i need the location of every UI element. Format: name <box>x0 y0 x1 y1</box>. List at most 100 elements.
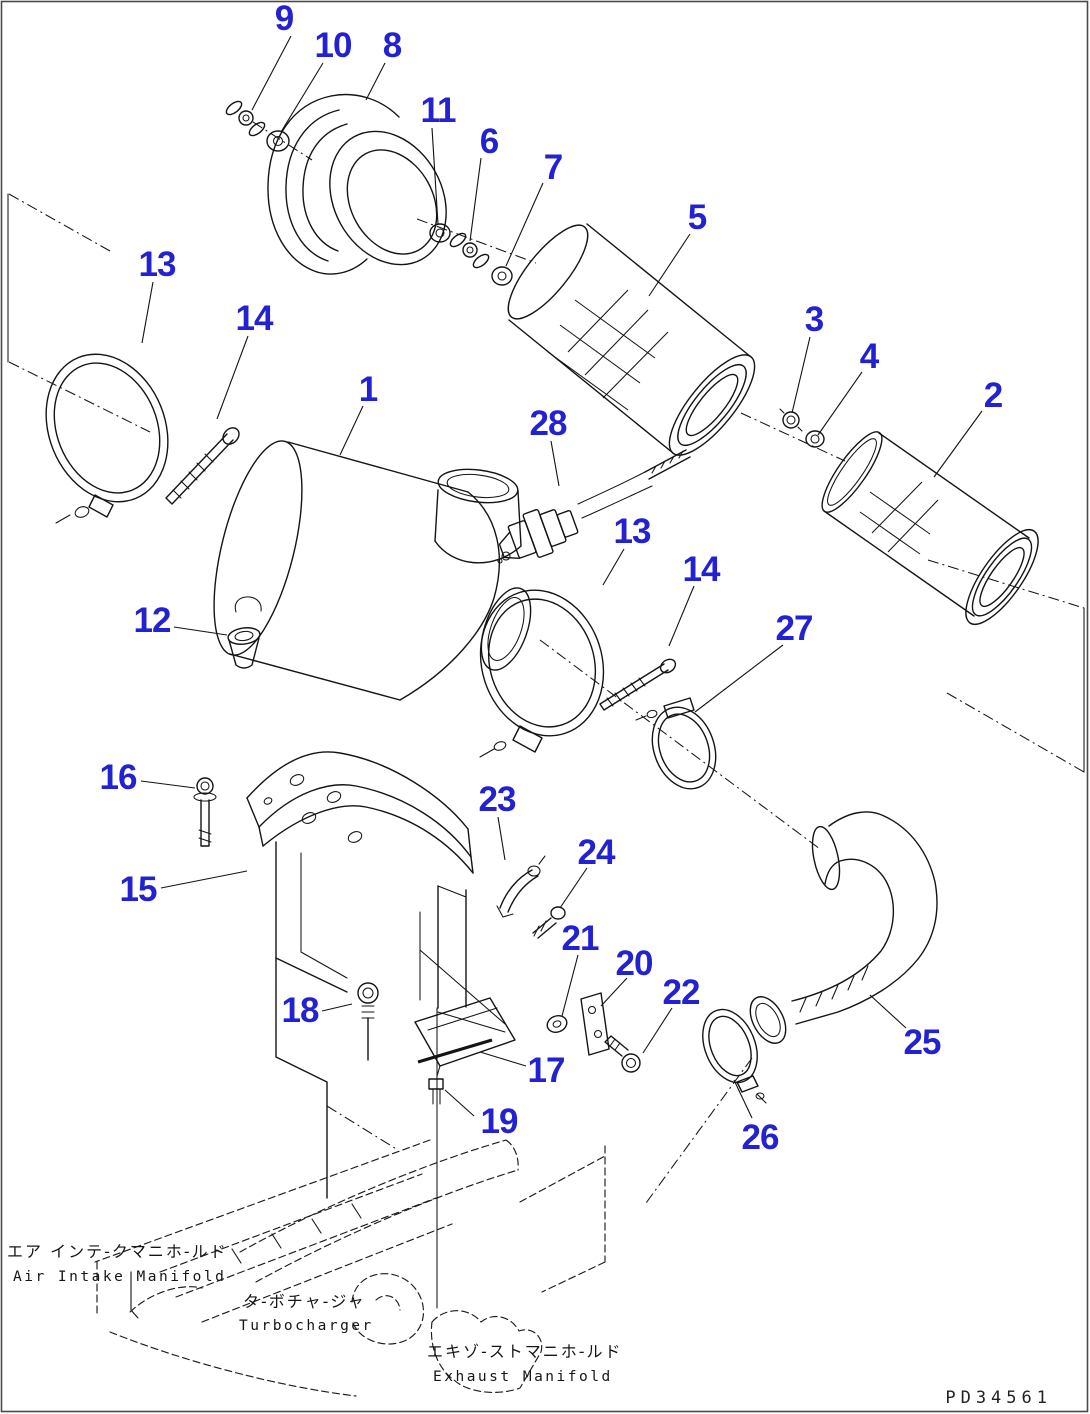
leader-line-11 <box>431 127 439 225</box>
label-en-2: Exhaust Manifold <box>433 1369 613 1385</box>
label-jp-0: エア インテ-クマニホ-ルド <box>7 1242 228 1261</box>
part-plate-20 <box>580 992 610 1056</box>
callout-25: 25 <box>904 1023 941 1062</box>
callout-17: 17 <box>528 1051 565 1090</box>
callout-5: 5 <box>688 198 707 237</box>
callout-9: 9 <box>275 0 294 38</box>
component-labels: エア インテ-クマニホ-ルド Air Intake Manifold タ-ボチャ-ジ… <box>7 1242 623 1385</box>
leader-line-21 <box>561 954 579 1017</box>
part-air-cleaner-body <box>213 440 532 701</box>
leader-line-3 <box>791 336 811 414</box>
callout-13: 13 <box>614 512 651 551</box>
leader-line-5 <box>648 233 691 297</box>
part-bracket-17 <box>414 997 516 1077</box>
part-bolt-24 <box>532 906 566 939</box>
leader-line-14 <box>216 335 249 420</box>
callout-27: 27 <box>776 609 813 648</box>
leader-line-17 <box>479 1051 527 1067</box>
leader-line-13 <box>141 281 154 344</box>
part-clamp-27 <box>635 697 717 790</box>
part-dust-indicator <box>497 449 691 564</box>
leader-line-4 <box>817 371 863 436</box>
label-en-0: Air Intake Manifold <box>13 1269 226 1285</box>
part-washer-4 <box>805 430 825 448</box>
callout-12: 12 <box>134 601 171 640</box>
phantom-panel-lines <box>7 193 1085 773</box>
part-bolt-14b <box>599 658 677 711</box>
callout-6: 6 <box>480 122 499 161</box>
leader-line-25 <box>869 994 907 1029</box>
callout-20: 20 <box>616 944 653 983</box>
leader-line-22 <box>642 1007 673 1054</box>
leader-line-15 <box>160 870 248 889</box>
part-bolt-16 <box>193 777 217 847</box>
callout-19: 19 <box>481 1102 518 1141</box>
leader-line-10 <box>280 62 324 133</box>
callout-15: 15 <box>120 870 157 909</box>
leader-line-1 <box>339 405 364 456</box>
callout-3: 3 <box>805 300 824 339</box>
part-intake-hose <box>749 811 938 1044</box>
callout-10: 10 <box>315 26 352 65</box>
part-bolt-19 <box>428 1078 444 1105</box>
leader-line-2 <box>933 410 983 478</box>
drawing-number: PD34561 <box>945 1388 1052 1408</box>
part-clamp-23 <box>496 855 546 918</box>
callout-2: 2 <box>984 376 1003 415</box>
leader-line-6 <box>469 157 482 242</box>
part-washer-7 <box>491 266 513 286</box>
part-bolt-14a <box>165 427 240 505</box>
part-wing-nut-6 <box>449 232 490 269</box>
leader-line-12 <box>173 626 228 636</box>
callout-8: 8 <box>383 26 402 65</box>
leader-line-14 <box>668 585 695 647</box>
part-drain-valve <box>227 627 261 669</box>
callout-23: 23 <box>479 780 516 819</box>
part-outer-element <box>507 223 756 456</box>
part-bracket <box>246 751 506 1199</box>
part-bolt-18 <box>357 982 379 1061</box>
leader-line-23 <box>497 816 506 861</box>
part-wing-nut-9 <box>225 100 266 137</box>
engine-outline <box>94 1139 606 1397</box>
part-clamp-13b <box>479 589 605 758</box>
part-clamp-13a <box>45 353 169 524</box>
part-washer-10 <box>266 130 290 152</box>
callout-16: 16 <box>100 758 137 797</box>
leader-line-20 <box>600 977 628 1007</box>
leader-line-7 <box>505 182 544 267</box>
callout-11: 11 <box>421 91 457 130</box>
label-jp-2: エキゾ-ストマニホ-ルド <box>427 1342 623 1361</box>
leader-line-24 <box>559 867 588 909</box>
leader-line-27 <box>694 644 784 713</box>
leader-line-26 <box>733 1079 753 1119</box>
part-clamp-26 <box>702 1008 767 1104</box>
part-washer-11 <box>429 223 451 243</box>
callout-14: 14 <box>236 299 274 338</box>
callout-4: 4 <box>860 337 880 376</box>
part-nut-3 <box>779 408 803 432</box>
callout-24: 24 <box>578 833 616 872</box>
leader-line-9 <box>251 35 292 111</box>
part-washer-21 <box>546 1015 568 1033</box>
label-jp-1: タ-ボチャ-ジャ <box>243 1292 366 1311</box>
callout-18: 18 <box>282 991 319 1030</box>
leader-line-16 <box>140 780 196 789</box>
callout-7: 7 <box>544 148 562 187</box>
part-bolt-22 <box>604 1035 641 1073</box>
callout-14: 14 <box>683 550 721 589</box>
leader-line-8 <box>365 62 386 101</box>
callout-1: 1 <box>359 370 378 409</box>
assembly-axis-lines <box>252 121 846 1204</box>
leader-lines <box>140 35 983 1119</box>
leader-line-28 <box>550 440 560 487</box>
leader-line-13 <box>602 548 625 586</box>
callout-21: 21 <box>562 919 599 958</box>
leader-line-19 <box>444 1089 475 1117</box>
callout-22: 22 <box>663 973 700 1012</box>
part-inner-element <box>821 431 1039 625</box>
callout-28: 28 <box>530 404 567 443</box>
